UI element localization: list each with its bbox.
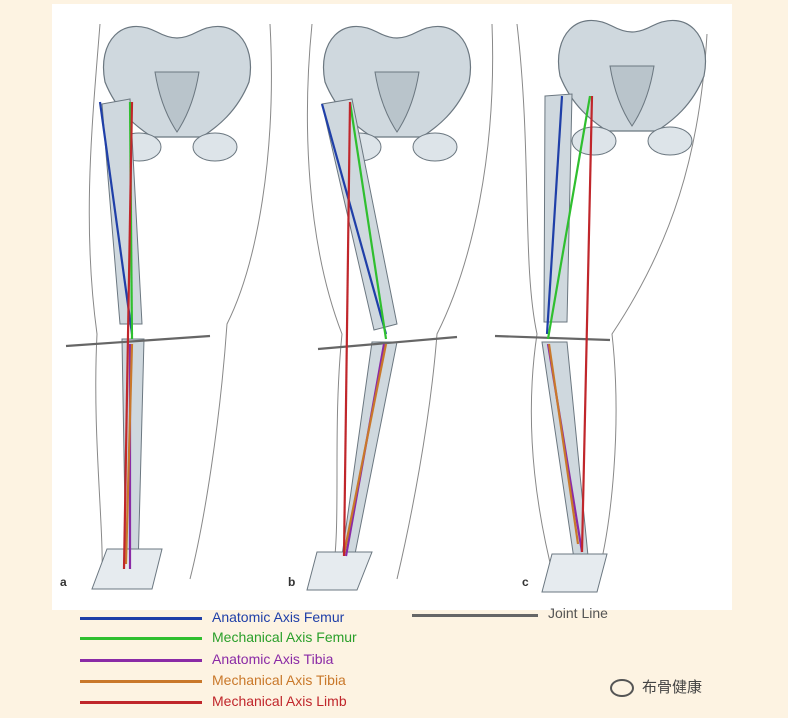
panel-a (88, 23, 272, 590)
legend-swatch (80, 659, 202, 662)
watermark-text: 布骨健康 (642, 679, 703, 696)
joint-line-b (317, 335, 458, 351)
legend-swatch-joint-line (412, 614, 538, 617)
mechanical-axis-limb-b (342, 101, 352, 557)
mechanical-axis-tibia-a (124, 343, 134, 565)
joint-line-c (494, 334, 611, 342)
mechanical-axis-tibia-b (342, 343, 388, 555)
anatomic-axis-femur-a (98, 101, 134, 335)
joint-line-a (65, 334, 211, 348)
legend-label: Mechanical Axis Limb (212, 693, 347, 709)
axes-a (65, 101, 211, 570)
diagram-panel: a b c (52, 4, 732, 610)
legend-swatch (80, 680, 202, 683)
legend-label: Mechanical Axis Tibia (212, 672, 346, 688)
chat-bubble-icon (610, 679, 634, 698)
anatomic-axis-femur-c (545, 95, 564, 335)
anatomic-axis-femur-b (320, 103, 388, 335)
axes-b (317, 101, 458, 557)
mechanical-axis-femur-b (348, 101, 388, 340)
watermark: 布骨健康 (610, 676, 703, 698)
mechanical-axis-tibia-c (547, 343, 580, 545)
panel-label-a: a (60, 575, 67, 589)
legend-label-joint-line: Joint Line (548, 605, 608, 621)
panel-label-b: b (288, 575, 295, 589)
panel-c (516, 19, 708, 593)
mechanical-axis-limb-c (580, 95, 594, 553)
panel-label-c: c (522, 575, 529, 589)
legend: Anatomic Axis Femur Mechanical Axis Femu… (60, 602, 750, 714)
legend-label: Anatomic Axis Femur (212, 609, 345, 625)
legend-swatch (80, 637, 202, 640)
mechanical-axis-limb-a (122, 101, 134, 570)
legend-label: Mechanical Axis Femur (212, 629, 357, 645)
legend-swatch (80, 701, 202, 704)
leg-axis-diagram: a b c (60, 19, 708, 593)
legend-label: Anatomic Axis Tibia (212, 651, 334, 667)
legend-swatch (80, 617, 202, 620)
panel-b (306, 23, 494, 591)
mechanical-axis-femur-c (546, 95, 592, 340)
axes-c (494, 95, 611, 553)
